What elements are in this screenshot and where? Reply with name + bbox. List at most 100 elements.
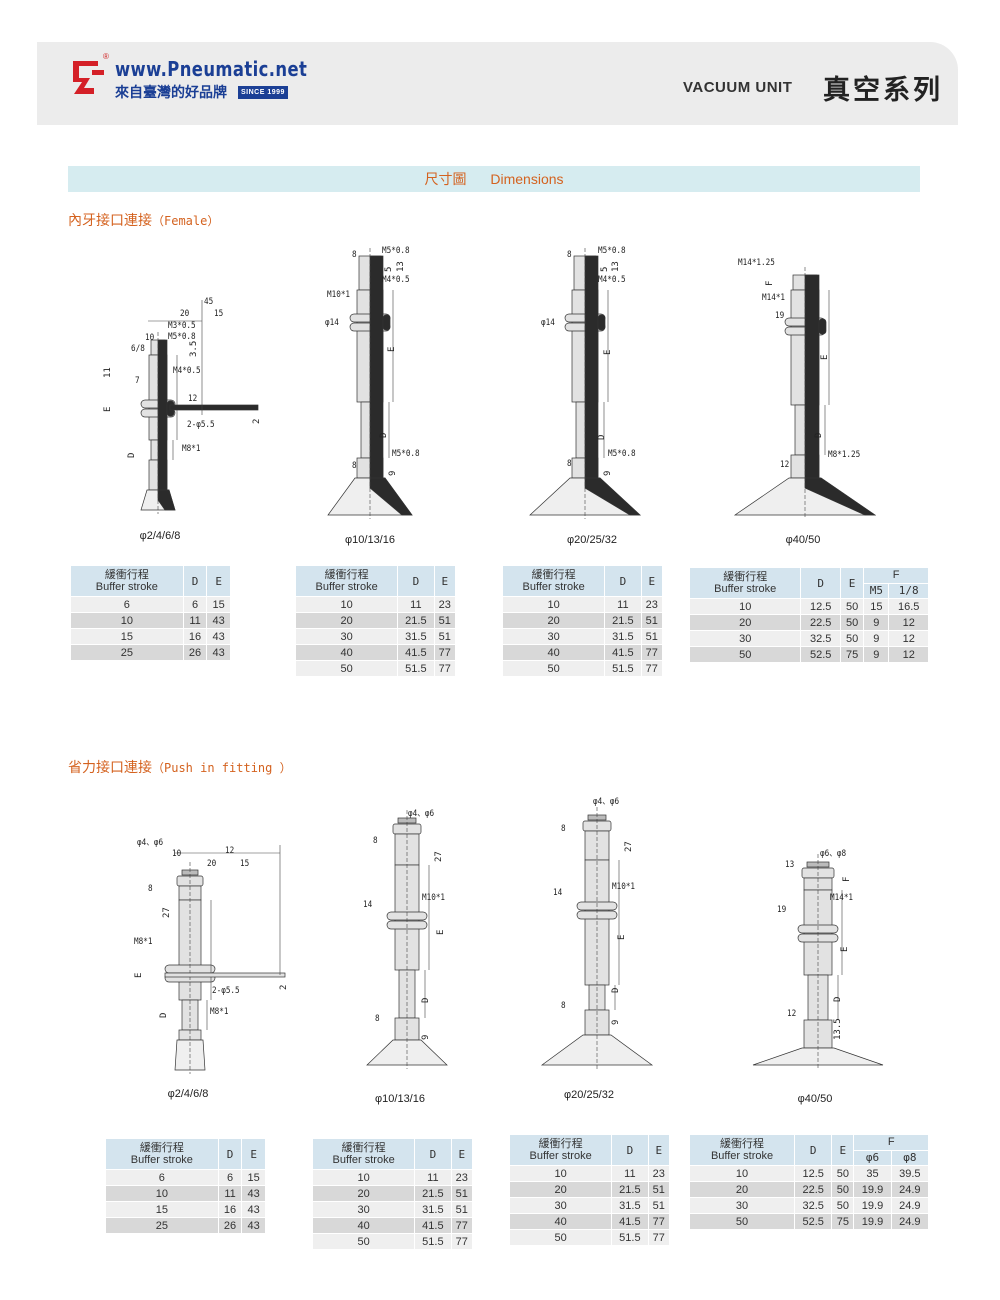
dimension-label: 8	[375, 1014, 380, 1024]
table-cell: 10	[501, 596, 606, 613]
table-cell: 40	[508, 1213, 613, 1230]
table-cell: 21.5	[611, 1181, 649, 1198]
registered-mark: ®	[103, 52, 109, 61]
cup-holder	[178, 1029, 202, 1041]
section-cn: 內牙接口連接	[68, 212, 152, 228]
table-cell: 19.9	[853, 1213, 892, 1230]
lock-nut	[386, 911, 428, 921]
section-view	[804, 274, 820, 479]
table-cell: 41.5	[604, 644, 642, 661]
table-cell: 50	[839, 598, 865, 615]
dimension-label: 8	[567, 459, 572, 469]
dimension-label: 15	[214, 309, 224, 319]
title-en: Dimensions	[490, 171, 564, 187]
header-d: D	[604, 565, 642, 597]
dimension-label: 8	[373, 836, 378, 846]
table-cell: 51.5	[414, 1233, 452, 1250]
drawing-caption: φ20/25/32	[564, 1089, 614, 1101]
hex-nut	[176, 875, 204, 887]
table-cell: 24.9	[890, 1181, 930, 1198]
table-cell: 16	[182, 628, 208, 645]
cup-holder	[790, 454, 820, 479]
dimension-label: M14*1	[830, 893, 854, 903]
drawing-caption: φ2/4/6/8	[167, 1088, 209, 1100]
table-cell: 6	[105, 1169, 219, 1186]
threaded-body	[356, 289, 384, 403]
dimension-label: 9	[603, 470, 613, 476]
table-cell: 50	[688, 646, 802, 663]
table-cell: 20	[508, 1181, 613, 1198]
dimension-label: 20	[180, 309, 190, 319]
header-d: D	[800, 567, 841, 599]
table-cell: 77	[450, 1217, 474, 1234]
lock-nut	[784, 317, 826, 327]
header-e: E	[206, 565, 231, 597]
header-en: Buffer stroke	[332, 1154, 395, 1166]
suction-cup	[327, 477, 413, 516]
dimension-label: 9	[388, 470, 398, 476]
dimension-label: 6/8	[131, 344, 145, 354]
threaded-body	[790, 289, 820, 406]
cup-holder	[571, 457, 599, 479]
table-cell: 43	[206, 644, 231, 661]
table-cell: 9	[863, 614, 890, 631]
table-cell: 9	[863, 630, 890, 647]
drawing-caption: φ10/13/16	[375, 1093, 425, 1105]
dimension-label: 2-φ5.5	[212, 986, 240, 996]
dimension-label: D	[127, 452, 137, 458]
table-cell: 43	[206, 612, 231, 629]
suction-cup-section	[584, 477, 641, 516]
table-cell: 23	[640, 596, 664, 613]
header-cn: 緩衝行程	[104, 569, 149, 581]
table-cell: 30	[688, 630, 802, 647]
dimension-label: 15	[240, 859, 250, 869]
table-cell: 50	[294, 660, 399, 677]
section-view	[584, 255, 599, 479]
section-view	[157, 339, 168, 491]
table-cell: 6	[182, 596, 208, 613]
header-e: E	[647, 1134, 671, 1166]
suction-cup	[366, 1039, 448, 1066]
dimension-label: 10	[145, 333, 155, 343]
suction-cup-section	[369, 477, 413, 516]
table-cell: 77	[640, 660, 664, 677]
header-en: Buffer stroke	[95, 581, 158, 593]
table-cell: 12.5	[794, 1165, 833, 1182]
dimension-label: 8	[561, 1001, 566, 1011]
dimension-label: M10*1	[612, 882, 636, 892]
dimension-label: 27	[624, 841, 634, 852]
dimension-label: 20	[207, 859, 217, 869]
drawing-caption: φ2/4/6/8	[139, 530, 181, 542]
table-cell: 50	[508, 1229, 613, 1246]
table-cell: 15	[206, 596, 231, 613]
table-cell: 23	[433, 596, 457, 613]
table-cell: 50	[688, 1213, 796, 1230]
buffer-rod	[181, 999, 199, 1031]
table-cell: 22.5	[794, 1181, 833, 1198]
logo-slogan: 來自臺灣的好品牌	[115, 84, 227, 100]
table-cell: 30	[311, 1201, 416, 1218]
header-cn: 緩衝行程	[341, 1142, 386, 1154]
cup-holder	[394, 1017, 420, 1041]
dimension-label: 8	[567, 250, 572, 260]
dimension-label: E	[134, 972, 144, 978]
table-cell: 10	[105, 1185, 219, 1202]
dimension-label: D	[159, 1012, 169, 1018]
header-cn: 緩衝行程	[139, 1142, 184, 1154]
dimension-label: M4*0.5	[382, 275, 410, 285]
dimension-label: 13	[785, 860, 795, 870]
lock-nut	[140, 399, 176, 409]
dimension-label: φ14	[325, 318, 339, 328]
buffer-rod	[360, 401, 380, 459]
table-cell: 52.5	[800, 646, 841, 663]
table-cell: 21.5	[414, 1185, 452, 1202]
table-cell: 51	[433, 612, 457, 629]
dimension-label: E	[103, 406, 113, 412]
lock-nut	[164, 973, 216, 983]
table-cell: 11	[604, 596, 642, 613]
cup-holder	[584, 1009, 610, 1036]
